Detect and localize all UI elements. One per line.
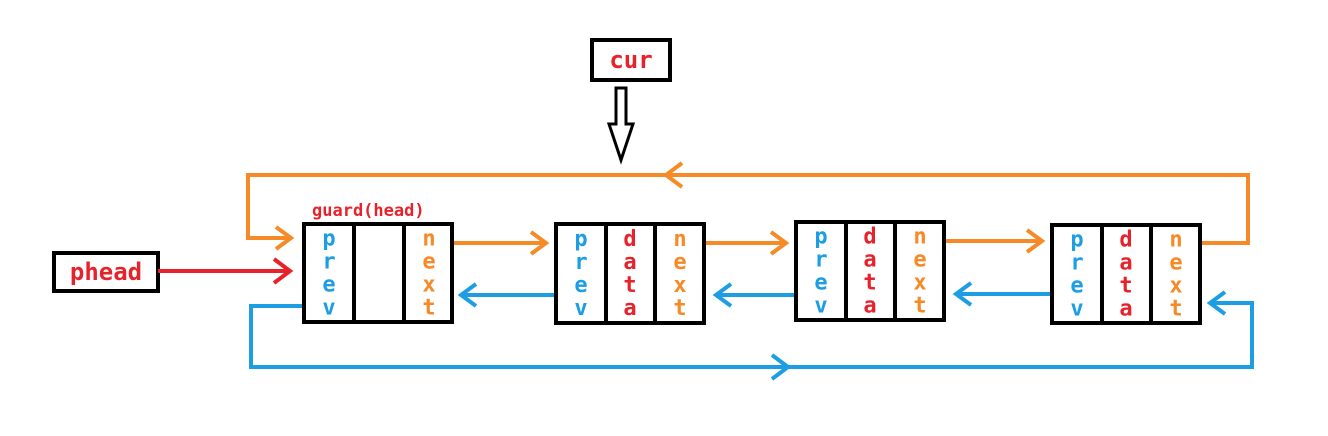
cur-down-arrow	[606, 86, 636, 165]
guard-entry-arrow	[274, 225, 295, 251]
top-loop-arrow	[662, 161, 684, 189]
guard-to-tail-prev-loop	[249, 290, 1254, 381]
cur-label: cur	[609, 46, 652, 74]
tail-to-guard-next-loop	[246, 161, 1250, 251]
cur-pointer: cur	[590, 38, 672, 165]
next-links	[444, 228, 1046, 256]
cur-box	[590, 38, 672, 82]
phead-arrow-head	[272, 257, 294, 285]
bottom-loop-arrow	[770, 353, 792, 381]
phead-pointer: phead	[52, 251, 294, 293]
guard-label: guard(head)	[312, 201, 425, 221]
tail-entry-arrow	[1206, 290, 1227, 316]
phead-label: phead	[70, 258, 142, 286]
phead-box	[52, 251, 160, 293]
prev-links	[457, 281, 1064, 308]
